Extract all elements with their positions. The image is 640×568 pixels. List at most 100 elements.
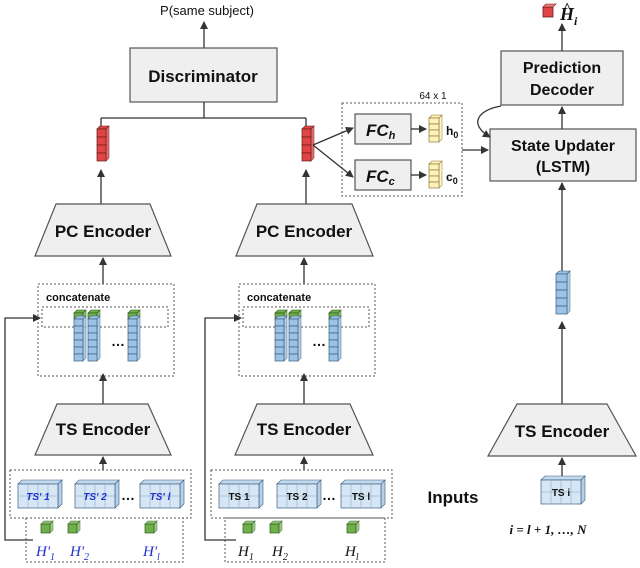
concat-column-blue-cell [73, 353, 84, 362]
h0-label: h0 [446, 124, 458, 140]
concat-column-blue-cell [127, 346, 138, 355]
concat-column-blue-cell [87, 346, 98, 355]
middle-h-cubes [242, 520, 360, 534]
concat-column-blue-cell [288, 353, 299, 362]
ts-current-tile-side [580, 475, 586, 505]
yellow-vector-side [438, 160, 443, 189]
concat-column-blue-cell [274, 353, 285, 362]
h-cube-face [346, 523, 357, 534]
fc-h-box [354, 113, 412, 145]
h-label-sub: 1 [249, 552, 254, 563]
left-h-cubes [40, 520, 158, 534]
h-cube [269, 520, 283, 534]
fc-group-box [341, 102, 463, 197]
blue-vector-cell [555, 273, 568, 283]
yellow-vector [428, 160, 443, 189]
concat-column [288, 309, 302, 362]
concat-column-blue-cell [274, 332, 285, 341]
h-label-sub: l [356, 552, 359, 563]
ts-prime-tile-label: TS' 1 [26, 492, 50, 503]
right-ts-encoder [486, 403, 638, 457]
h-prime-label-base: H' [35, 544, 51, 560]
left-ts-encoder [34, 403, 172, 456]
concat-column-blue-cell [274, 339, 285, 348]
fc-dims-label: 64 x 1 [419, 91, 447, 102]
yellow-vector-side [438, 114, 443, 143]
output-hat-mark: ^ [563, 1, 571, 16]
ts-tile: TS l [340, 479, 386, 509]
ts-prime-tile-label: TS' l [150, 492, 171, 503]
concat-column-blue [328, 315, 342, 362]
red-vector-cell [301, 144, 312, 154]
h-label-base: H [271, 544, 284, 560]
middle-h-to-concat-line [204, 314, 242, 541]
concat-column-blue-cell [274, 346, 285, 355]
concat-column-blue-side [283, 315, 288, 362]
h-prime-label: H'2 [69, 544, 89, 563]
concat-column-blue-cell [127, 325, 138, 334]
vector-to-fc-c-arrow [312, 144, 354, 178]
concat-column-blue-cell [87, 339, 98, 348]
discriminator-label: Discriminator [148, 67, 258, 86]
concat-column [127, 309, 141, 362]
blue-vector-cell [555, 305, 568, 315]
middle-ts-input-box [210, 469, 393, 519]
concat-column-blue-cell [87, 353, 98, 362]
concat-column-blue-cell [87, 325, 98, 334]
concat-column-blue-cell [127, 353, 138, 362]
h-label: H1 [237, 544, 254, 563]
yellow-vector-cell [428, 169, 440, 177]
c0-vector [428, 160, 443, 189]
h-label-base: H [344, 544, 357, 560]
red-vector-cell [96, 144, 107, 154]
ts-tile-label: TS l [352, 492, 371, 503]
right-concat-ellipsis: … [312, 333, 326, 349]
prediction-decoder-box [500, 50, 624, 106]
left-ts-encoder-label: TS Encoder [56, 420, 151, 439]
right-pc-encoder [235, 203, 374, 257]
h-cube [346, 520, 360, 534]
h-cube-face [242, 523, 253, 534]
ts-prime-tile-side [179, 479, 185, 509]
concat-column-blue-cell [274, 325, 285, 334]
ts-prime-tile-side [114, 479, 120, 509]
state-updater-label-line1: State Updater [511, 138, 615, 155]
left-concat-inner-box [41, 306, 169, 328]
ts-prime-tile-top [139, 479, 185, 485]
ts-prime-tile-top [74, 479, 120, 485]
output-prediction-cube-top [542, 3, 557, 8]
concat-column [274, 309, 288, 362]
yellow-vector-cell [428, 135, 440, 143]
concat-column-blue-cell [328, 353, 339, 362]
concat-column-blue-side [136, 315, 141, 362]
ts-prime-tile-top [17, 479, 63, 485]
right-pc-encoder-label: PC Encoder [256, 222, 353, 241]
h-label-sub: 2 [283, 552, 288, 563]
blue-vector-cell [555, 281, 568, 291]
yellow-vector-cell [428, 117, 440, 125]
range-label: i = l + 1, …, N [510, 522, 588, 537]
concat-column-blue-cell [127, 318, 138, 327]
concat-column-blue-side [82, 315, 87, 362]
output-h-hat-label: Hi [559, 4, 578, 28]
middle-ts-encoder-label: TS Encoder [257, 420, 352, 439]
blue-vector-cell [555, 297, 568, 307]
yellow-vector [428, 114, 443, 143]
blue-vector-side [566, 270, 571, 315]
concat-column-blue-cell [328, 325, 339, 334]
concat-column-blue-cell [288, 339, 299, 348]
h0-vector [428, 114, 443, 143]
red-vector-cell [301, 152, 312, 162]
h-prime-cube-face [144, 523, 155, 534]
blue-vector [555, 270, 571, 315]
ts-tile-side [380, 479, 386, 509]
fc-c-box [354, 159, 412, 191]
ts-tile-side [316, 479, 322, 509]
ts-tile: TS 2 [276, 479, 322, 509]
vector-to-fc-h-arrow [312, 127, 354, 146]
output-prediction-cube [542, 6, 554, 18]
concat-column-blue [288, 315, 302, 362]
